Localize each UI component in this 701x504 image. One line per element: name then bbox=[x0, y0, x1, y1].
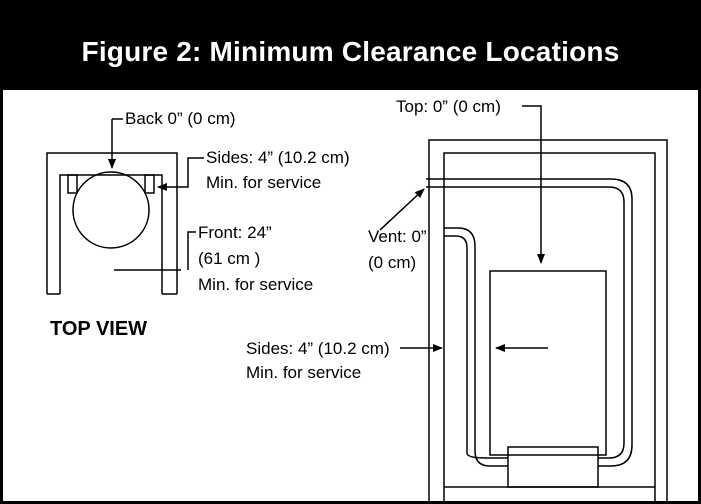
sides-leader-top-view bbox=[157, 157, 204, 191]
vent-label-line2: (0 cm) bbox=[368, 253, 416, 272]
top-leader bbox=[522, 105, 545, 264]
front-leader bbox=[187, 231, 196, 270]
top-view-enclosure-outer bbox=[46, 152, 178, 294]
top-view-tank-circle bbox=[72, 171, 150, 249]
top-view-drawing bbox=[46, 118, 204, 295]
water-heater-body bbox=[489, 270, 607, 456]
water-heater-base bbox=[507, 446, 599, 488]
sides-label-top-line1: Sides: 4” (10.2 cm) bbox=[206, 148, 350, 167]
front-label-line2: (61 cm ) bbox=[198, 249, 260, 268]
side-view-drawing bbox=[379, 105, 668, 504]
sides-label-side-line2: Min. for service bbox=[246, 363, 361, 382]
vent-pipe-lower-inner bbox=[444, 235, 508, 459]
vent-pipe-upper bbox=[426, 178, 633, 467]
top-view-side-rail-right bbox=[144, 174, 155, 194]
figure-title: Figure 2: Minimum Clearance Locations bbox=[81, 36, 620, 67]
figure-header bbox=[3, 3, 698, 90]
vent-pipe-upper-inner bbox=[426, 186, 625, 459]
vent-label-line1: Vent: 0” bbox=[368, 227, 427, 246]
top-view-side-rail-left bbox=[67, 174, 78, 194]
side-view-enclosure-outer bbox=[428, 139, 668, 504]
back-leader bbox=[112, 118, 123, 168]
top-clearance-label: Top: 0” (0 cm) bbox=[396, 97, 501, 116]
sides-label-side-line1: Sides: 4” (10.2 cm) bbox=[246, 339, 390, 358]
top-view-heading: TOP VIEW bbox=[50, 318, 147, 340]
front-label-line3: Min. for service bbox=[198, 275, 313, 294]
front-label-line1: Front: 24” bbox=[198, 223, 272, 242]
sides-label-top-line2: Min. for service bbox=[206, 173, 321, 192]
side-view-enclosure-inner bbox=[443, 152, 656, 504]
back-label: Back 0” (0 cm) bbox=[125, 109, 236, 128]
vent-leader bbox=[379, 188, 425, 231]
vent-pipe-lower-outer bbox=[444, 227, 508, 467]
